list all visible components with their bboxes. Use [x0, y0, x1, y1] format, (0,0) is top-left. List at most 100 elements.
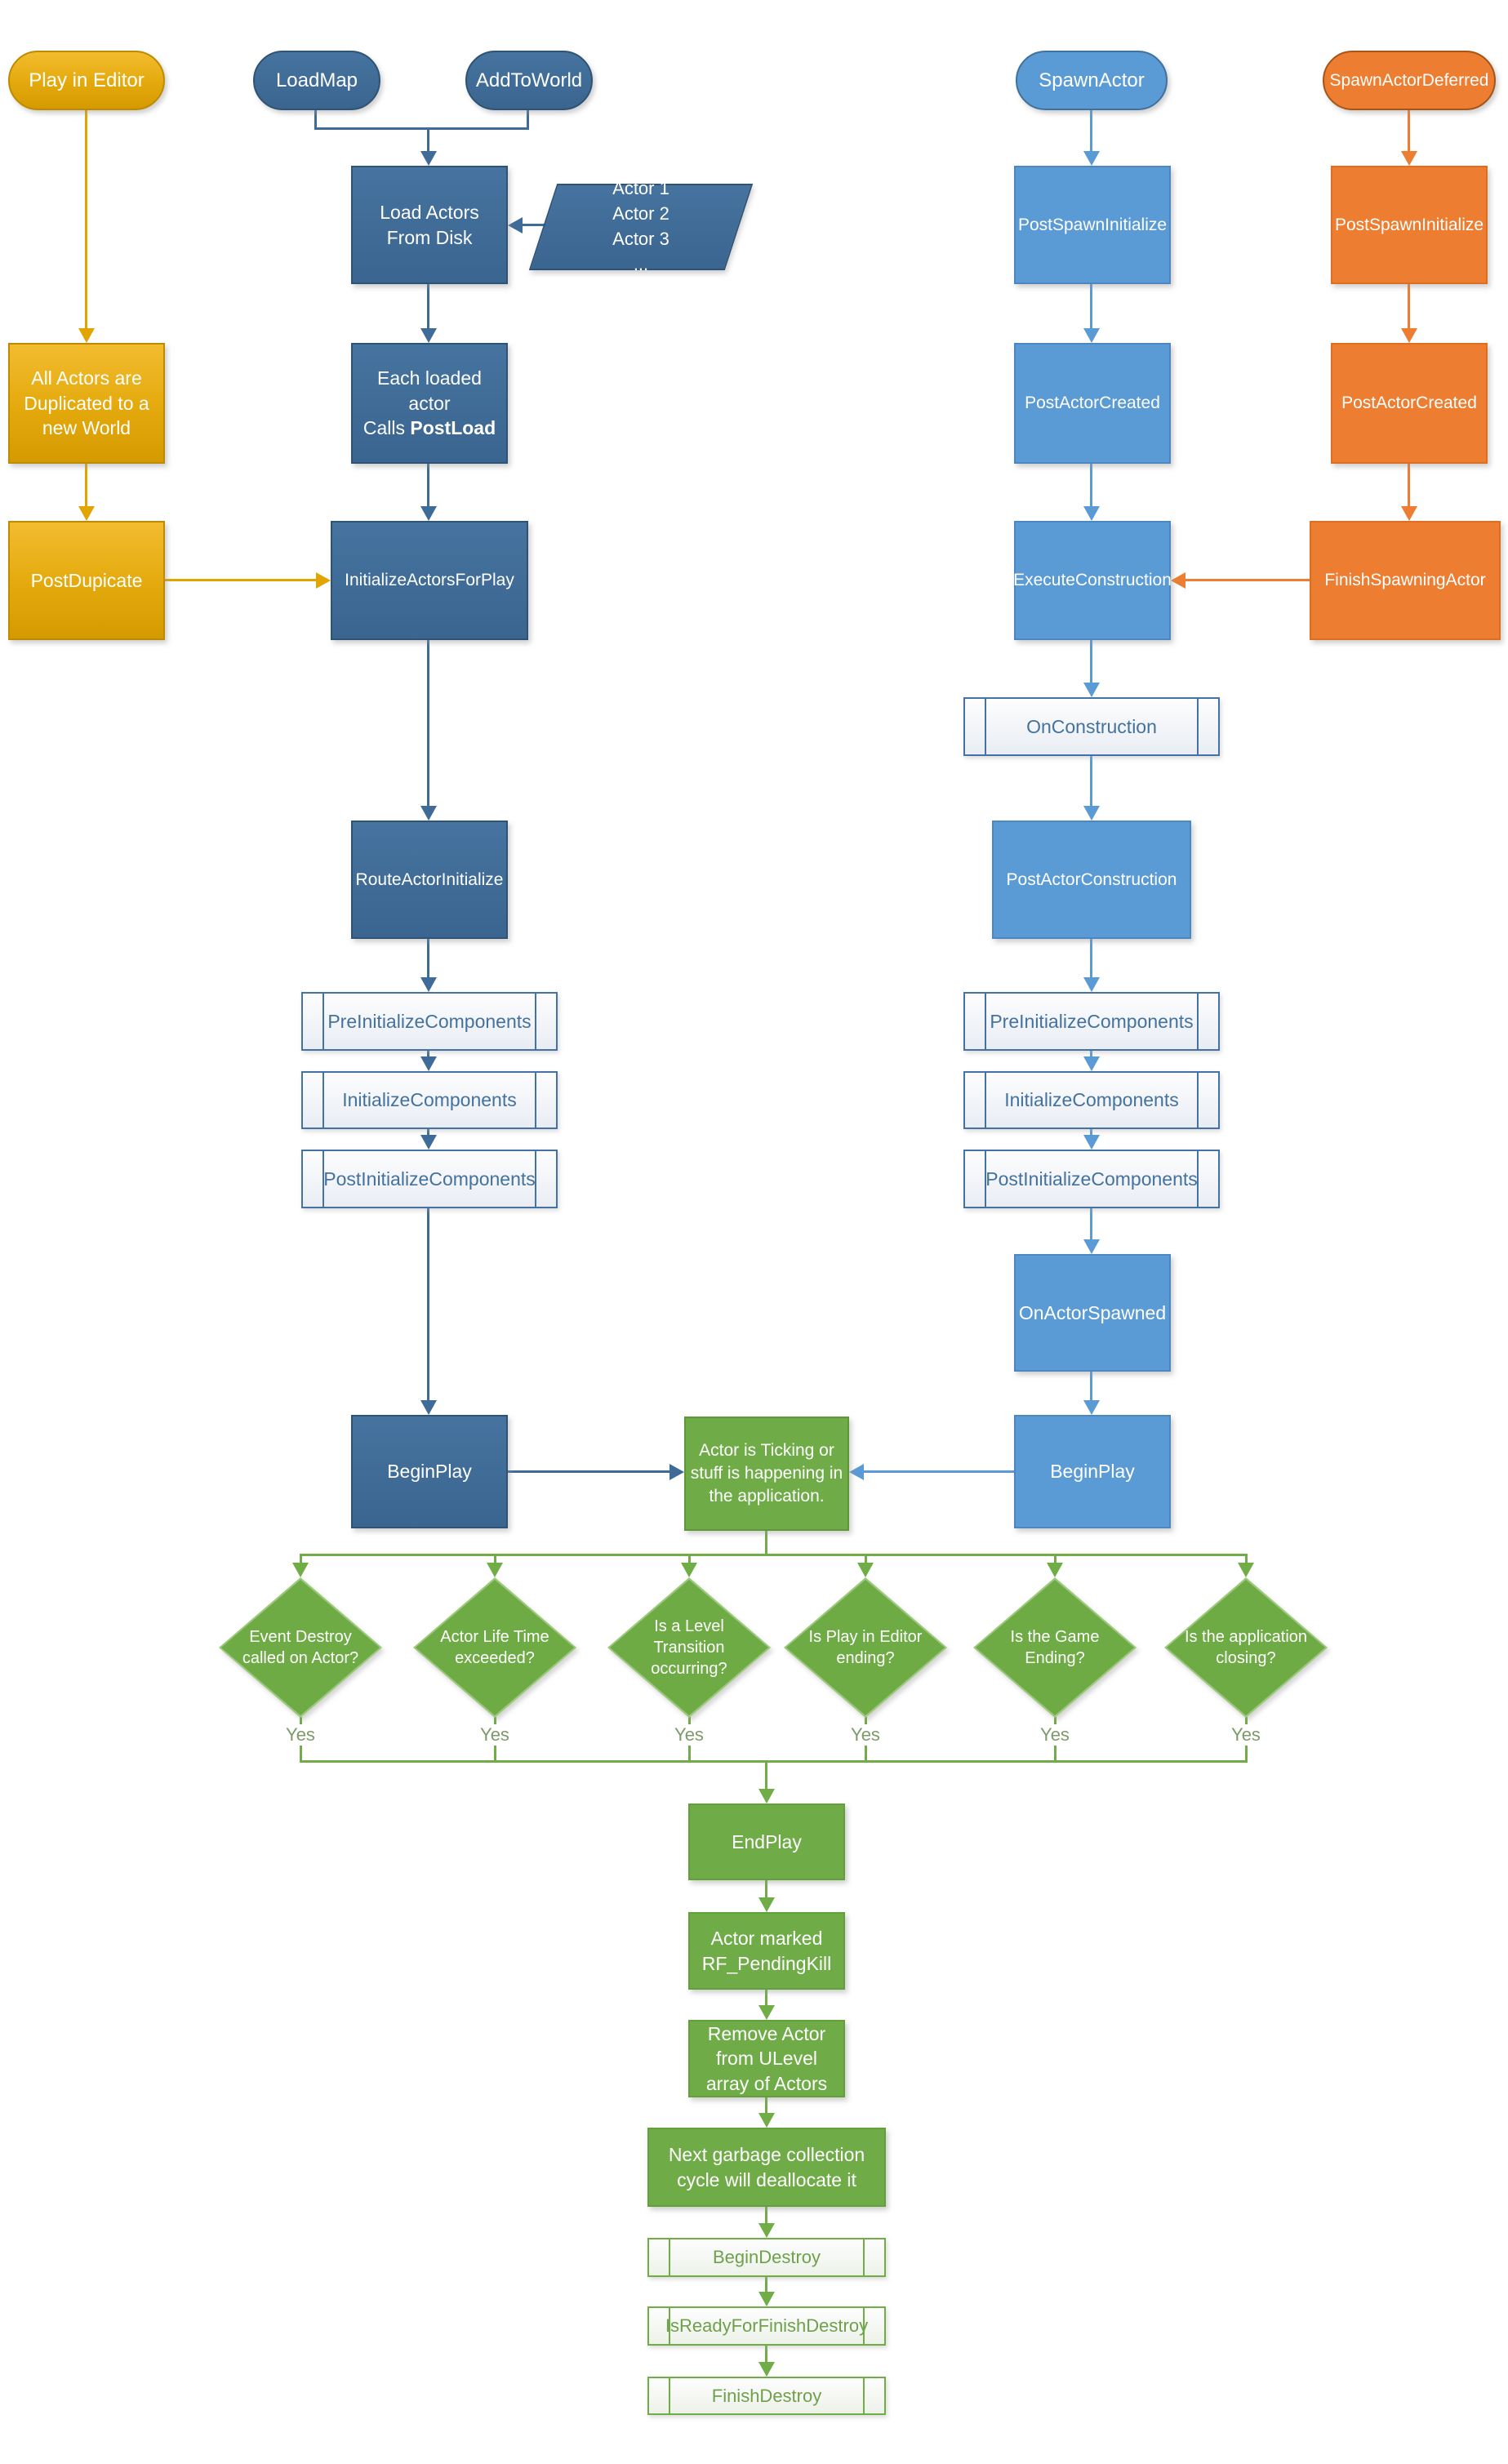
connector-merge-loadmap-addtoworld [314, 127, 529, 130]
connector-begindestroy-to-isready [765, 2277, 767, 2293]
connector-routeactorinitialize-to-preinit [427, 939, 429, 979]
subroutine-bar [985, 699, 986, 754]
decision-application-closing: Is the application closing? [1164, 1577, 1328, 1718]
node-postspawninitialize-spawn: PostSpawnInitialize [1014, 166, 1171, 284]
subroutine-postinitializecomponents-left: PostInitializeComponents [301, 1150, 558, 1208]
connector-beginplay-left-to-ticking [506, 1470, 671, 1473]
arrowhead-down [1401, 151, 1417, 166]
subroutine-bar [669, 2239, 670, 2275]
subroutine-bar [669, 2308, 670, 2344]
arrowhead-down [1401, 506, 1417, 521]
subroutine-bar [863, 2378, 865, 2413]
node-actor-list: Actor 1 Actor 2 Actor 3 ... [528, 178, 754, 274]
connector-init-to-postinit-right [1090, 1129, 1092, 1136]
connector-postduplicate-to-initializeactorsforplay [165, 579, 318, 581]
subroutine-initializecomponents-left: InitializeComponents [301, 1071, 558, 1129]
arrowhead-down [1083, 151, 1100, 166]
node-postactorconstruction: PostActorConstruction [992, 821, 1191, 939]
arrowhead-down [1083, 328, 1100, 343]
subroutine-bar [669, 2378, 670, 2413]
node-actor-ticking: Actor is Ticking or stuff is happening i… [684, 1417, 849, 1531]
arrowhead-down [78, 506, 95, 521]
connector-postspawninit-to-postactorcreated-deferred [1408, 284, 1410, 330]
start-spawnactordeferred: SpawnActorDeferred [1323, 51, 1496, 110]
drop-decision-2 [494, 1554, 496, 1564]
node-executeconstruction: ExecuteConstruction [1013, 521, 1172, 640]
connector-preinit-to-init-left [427, 1051, 429, 1058]
connector-finishspawning-to-executeconstruction [1185, 579, 1310, 581]
decision-level-transition: Is a Level Transition occurring? [607, 1577, 771, 1718]
node-endplay: EndPlay [688, 1804, 845, 1880]
node-postspawninitialize-deferred: PostSpawnInitialize [1331, 166, 1488, 284]
connector-remove-to-gc [765, 2097, 767, 2115]
node-beginplay-right: BeginPlay [1014, 1415, 1171, 1528]
arrowhead-down [420, 506, 437, 521]
subroutine-bar [863, 2308, 865, 2344]
subroutine-bar [323, 1073, 324, 1127]
connector-pie-to-duplicated [85, 110, 87, 330]
arrowhead-down [1083, 1135, 1100, 1150]
drop-decision-6 [1245, 1554, 1248, 1564]
start-loadmap: LoadMap [253, 51, 380, 110]
arrowhead-right [316, 572, 331, 589]
yes-label-4: Yes [833, 1724, 898, 1746]
arrowhead-down [857, 1563, 874, 1577]
drop-decision-3 [688, 1554, 691, 1564]
node-postactorcreated-spawn: PostActorCreated [1014, 343, 1171, 464]
subroutine-bar [985, 1151, 986, 1207]
connector-executeconstruction-to-onconstruction [1090, 640, 1092, 684]
arrowhead-down [758, 1897, 775, 1912]
arrowhead-down [78, 328, 95, 343]
connector-init-to-postinit-left [427, 1129, 429, 1136]
arrowhead-down [1083, 1056, 1100, 1071]
node-actor-marked-pendingkill: Actor marked RF_PendingKill [688, 1912, 845, 1990]
connector-preinit-to-init-right [1090, 1051, 1092, 1058]
subroutine-preinitializecomponents-left: PreInitializeComponents [301, 992, 558, 1051]
subroutine-begindestroy: BeginDestroy [647, 2238, 886, 2277]
subroutine-bar [985, 1073, 986, 1127]
connector-duplicated-to-postduplicate [85, 464, 87, 508]
arrowhead-right [669, 1464, 684, 1480]
arrowhead-down [758, 2223, 775, 2238]
arrowhead-down [1401, 328, 1417, 343]
connector-postactorcreated-to-executeconstruction [1090, 464, 1092, 508]
connector-onconstruction-to-postactorconstruction [1090, 756, 1092, 807]
drop-decision-4 [865, 1554, 867, 1564]
arrowhead-down [420, 1135, 437, 1150]
connector-merge-to-loadactors [427, 127, 429, 153]
arrowhead-down [420, 1056, 437, 1071]
connector-actorlist-to-loadactors [523, 224, 545, 226]
distribution-line [300, 1554, 1247, 1556]
arrowhead-down [1238, 1563, 1254, 1577]
decision-lifetime-exceeded: Actor Life Time exceeded? [413, 1577, 576, 1718]
connector-postspawninit-to-postactorcreated [1090, 284, 1092, 330]
connector-endplay-to-pendingkill [765, 1880, 767, 1899]
yes-label-5: Yes [1022, 1724, 1088, 1746]
arrowhead-left [1171, 572, 1185, 589]
node-beginplay-left: BeginPlay [351, 1415, 508, 1528]
node-remove-actor-ulevel: Remove Actor from ULevel array of Actors [688, 2020, 845, 2097]
arrowhead-down [1047, 1563, 1063, 1577]
connector-postinit-to-beginplay-left [427, 1208, 429, 1402]
subroutine-bar [323, 1151, 324, 1207]
subroutine-initializecomponents-right: InitializeComponents [963, 1071, 1220, 1129]
arrowhead-left [508, 217, 523, 234]
drop-decision-1 [300, 1554, 302, 1564]
arrowhead-down [1083, 1239, 1100, 1254]
connector-loadactors-to-postload [427, 284, 429, 330]
arrowhead-down [420, 1400, 437, 1415]
subroutine-bar [1197, 1151, 1199, 1207]
arrowhead-down [420, 328, 437, 343]
connector-pendingkill-to-remove [765, 1990, 767, 2007]
subroutine-bar [535, 1073, 536, 1127]
subroutine-postinitializecomponents-right: PostInitializeComponents [963, 1150, 1220, 1208]
arrowhead-down [1083, 1400, 1100, 1415]
arrowhead-down [420, 977, 437, 992]
start-play-in-editor: Play in Editor [8, 51, 165, 110]
connector-merge-to-endplay [765, 1762, 767, 1790]
subroutine-isreadyforfinishdestroy: IsReadyForFinishDestroy [647, 2306, 886, 2346]
connector-postactorconstruction-to-preinit [1090, 939, 1092, 979]
subroutine-bar [863, 2239, 865, 2275]
